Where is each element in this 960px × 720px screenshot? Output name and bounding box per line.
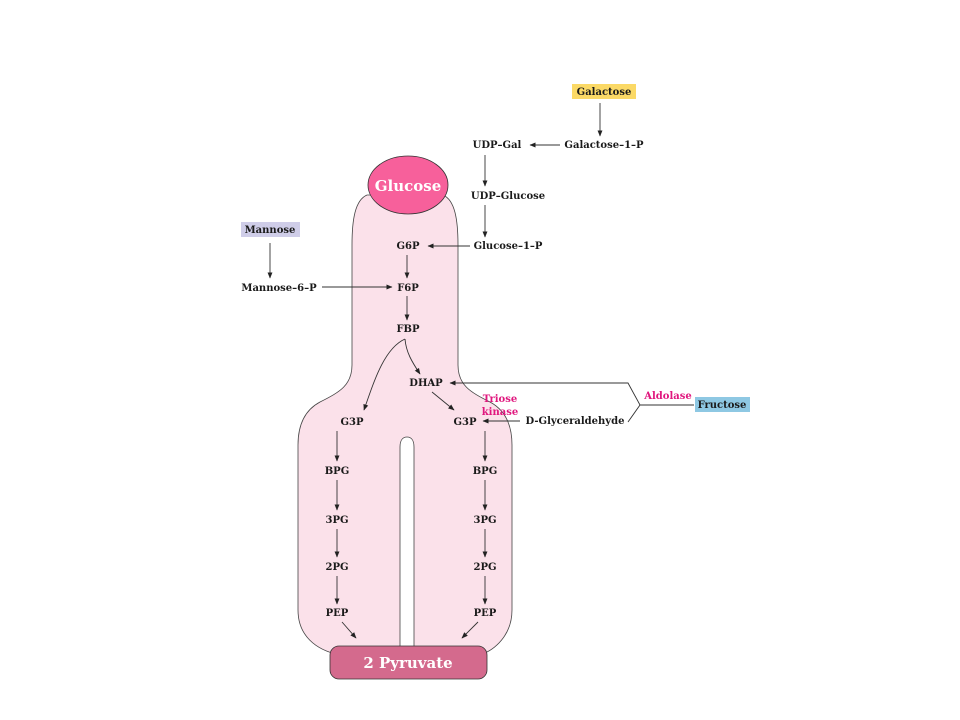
mannose-6-p-label: Mannose–6–P [241,283,317,294]
galactose-label: Galactose [577,87,632,98]
triose-kinase-label-line1: Triose [483,394,517,405]
left-bpg-label: BPG [325,466,350,477]
right-pep-label: PEP [474,608,497,619]
g3p-right-label: G3P [453,417,476,428]
left-3pg-label: 3PG [325,515,348,526]
right-3pg-label: 3PG [473,515,496,526]
glucose-1-p-label: Glucose–1–P [474,241,543,252]
fructose-box [695,397,750,412]
arrow-right-pep-to-pyruvate [461,621,479,639]
glucose-node [367,155,449,215]
triose-kinase-label-line2: kinase [482,407,518,418]
fructose-label: Fructose [698,400,747,411]
g6p-label: G6P [396,241,419,252]
left-pep-label: PEP [326,608,349,619]
galactose-box [572,84,636,99]
g3p-left-label: G3P [340,417,363,428]
galactose-1-p-label: Galactose–1–P [564,140,644,151]
right-2pg-label: 2PG [473,562,496,573]
udp-glucose-label: UDP–Glucose [471,191,545,202]
arrow-left-pep-to-pyruvate [341,621,357,639]
mannose-box [241,222,300,237]
udp-gal-label: UDP–Gal [473,140,522,151]
left-2pg-label: 2PG [325,562,348,573]
mannose-label: Mannose [245,225,296,236]
f6p-label: F6P [397,283,419,294]
right-bpg-label: BPG [473,466,498,477]
arrow-fbp-split-right [404,338,421,375]
arrow-fbp-split-left [363,338,406,411]
arrow-fructose-aldolase-to-dhap [449,380,641,406]
dhap-label: DHAP [409,378,443,389]
pathway-tube [297,194,513,656]
glucose-label: Glucose [375,177,442,195]
aldolase-label: Aldolase [643,391,692,402]
pyruvate-node [329,645,488,680]
pyruvate-label: 2 Pyruvate [363,654,452,672]
fbp-label: FBP [396,324,420,335]
glyceraldehyde-label: D-Glyceraldehyde [526,416,625,427]
arrow-fructose-aldolase-to-glyceraldehyde [627,404,641,423]
arrow-dhap-to-g3p [431,391,455,411]
